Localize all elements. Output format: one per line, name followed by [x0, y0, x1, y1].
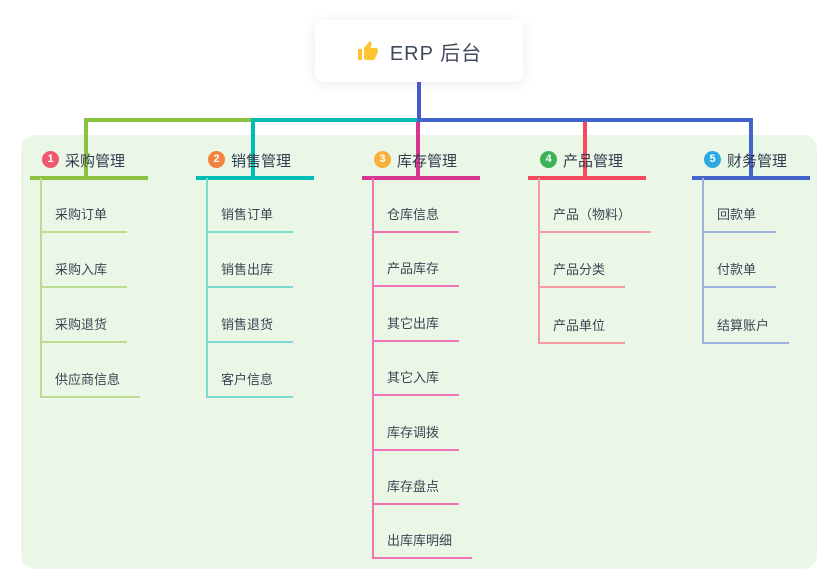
child-node-other-outbound[interactable]: 其它出库: [372, 314, 460, 342]
branch-label: 销售管理: [231, 153, 292, 170]
child-node-warehouse-info[interactable]: 仓库信息: [372, 205, 460, 233]
child-node-purchase-order[interactable]: 采购订单: [40, 205, 128, 233]
child-node-purchase-inbound[interactable]: 采购入库: [40, 260, 128, 288]
child-node-product-category[interactable]: 产品分类: [538, 260, 626, 288]
branch-spine: [372, 178, 374, 559]
branch-number-badge: 1: [42, 151, 59, 168]
branch-number-badge: 2: [208, 151, 225, 168]
child-node-outbound-detail[interactable]: 出库库明细: [372, 531, 473, 559]
child-node-other-inbound[interactable]: 其它入库: [372, 368, 460, 396]
connector-bus-segment-2: [251, 118, 419, 122]
connector-drop-product: [583, 122, 587, 178]
branch-underline: [30, 176, 148, 180]
child-node-purchase-return[interactable]: 采购退货: [40, 315, 128, 343]
child-node-supplier-info[interactable]: 供应商信息: [40, 370, 141, 398]
branch-underline: [196, 176, 314, 180]
branch-label: 产品管理: [563, 153, 624, 170]
child-node-stock-transfer[interactable]: 库存调拨: [372, 423, 460, 451]
child-node-product-unit[interactable]: 产品单位: [538, 316, 626, 344]
child-node-receipt-order[interactable]: 回款单: [702, 205, 777, 233]
child-node-sales-return[interactable]: 销售退货: [206, 315, 294, 343]
branch-sales: 2 销售管理 销售订单 销售出库 销售退货 客户信息: [196, 145, 346, 575]
branch-underline: [528, 176, 646, 180]
branch-spine: [206, 178, 208, 398]
child-node-sales-order[interactable]: 销售订单: [206, 205, 294, 233]
child-node-product-material[interactable]: 产品（物料）: [538, 205, 652, 233]
branch-finance: 5 财务管理 回款单 付款单 结算账户: [692, 145, 839, 575]
branch-label: 库存管理: [397, 153, 458, 170]
branch-product: 4 产品管理 产品（物料） 产品分类 产品单位: [528, 145, 678, 575]
child-node-settlement-account[interactable]: 结算账户: [702, 316, 790, 344]
connector-bus-segment-3: [417, 118, 753, 122]
connector-drop-inventory: [416, 122, 420, 178]
connector-drop-sales: [251, 118, 255, 178]
child-node-payment-order[interactable]: 付款单: [702, 260, 777, 288]
background-panel: [21, 135, 817, 569]
branch-number-badge: 3: [374, 151, 391, 168]
branch-spine: [538, 178, 540, 344]
root-label: ERP 后台: [389, 42, 483, 65]
branch-purchase: 1 采购管理 采购订单 采购入库 采购退货 供应商信息: [30, 145, 180, 575]
root-node[interactable]: ERP 后台: [315, 20, 523, 82]
branch-number-badge: 4: [540, 151, 557, 168]
connector-drop-finance: [749, 118, 753, 178]
child-node-product-stock[interactable]: 产品库存: [372, 259, 460, 287]
child-node-sales-outbound[interactable]: 销售出库: [206, 260, 294, 288]
branch-inventory: 3 库存管理 仓库信息 产品库存 其它出库 其它入库 库存调拨 库存盘点 出库库…: [362, 145, 512, 575]
child-node-customer-info[interactable]: 客户信息: [206, 370, 294, 398]
child-node-stock-taking[interactable]: 库存盘点: [372, 477, 460, 505]
connector-bus-segment-1: [86, 118, 253, 122]
branch-label: 采购管理: [65, 153, 126, 170]
thumbs-up-icon: [356, 39, 380, 63]
branch-label: 财务管理: [727, 153, 788, 170]
connector-root-drop: [417, 80, 421, 120]
branch-spine: [40, 178, 42, 398]
connector-drop-purchase: [84, 118, 88, 178]
branch-underline: [692, 176, 810, 180]
branch-spine: [702, 178, 704, 344]
branch-number-badge: 5: [704, 151, 721, 168]
branch-underline: [362, 176, 480, 180]
